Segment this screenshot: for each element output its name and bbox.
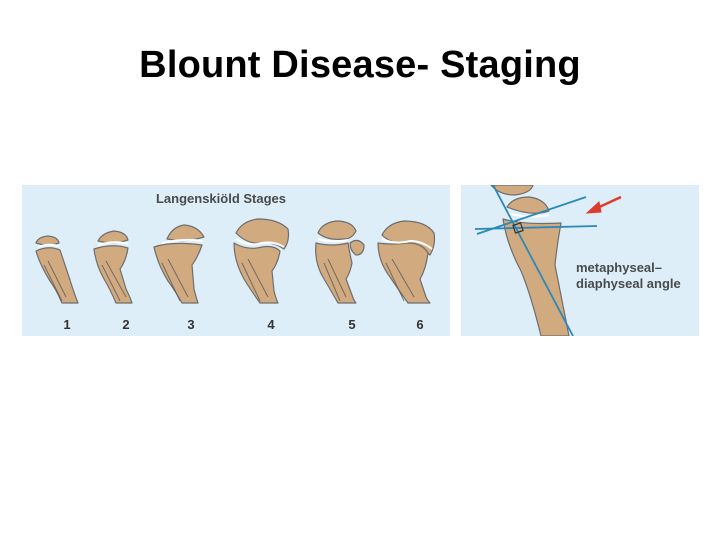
right-angle-marker — [512, 222, 524, 234]
perpendicular-line — [474, 225, 598, 230]
stage-label-5: 5 — [348, 317, 356, 332]
langenskiold-stages-figure: Langenskiöld Stages — [22, 185, 450, 336]
tibia-shaft — [502, 218, 570, 336]
stage-label-6: 6 — [416, 317, 424, 332]
stage-1-bone — [35, 235, 79, 304]
stages-illustration — [35, 218, 436, 304]
tibial-axis-line — [492, 185, 574, 336]
stage-3-bone — [153, 224, 205, 304]
red-arrow-icon — [585, 195, 622, 214]
md-angle-illustration — [474, 185, 622, 336]
stage-label-4: 4 — [267, 317, 275, 332]
stage-label-3: 3 — [187, 317, 195, 332]
stage-4-bone — [233, 218, 290, 304]
stage-label-2: 2 — [122, 317, 130, 332]
slide-title: Blount Disease- Staging — [139, 44, 581, 86]
stage-6-bone — [377, 220, 436, 304]
md-angle-label-line2: diaphyseal angle — [576, 276, 681, 291]
stage-label-1: 1 — [63, 317, 71, 332]
md-angle-label-line1: metaphyseal– — [576, 260, 662, 275]
md-angle-label: metaphyseal– diaphyseal angle — [576, 260, 681, 292]
stages-heading: Langenskiöld Stages — [155, 191, 287, 206]
stage-5-bone — [315, 220, 365, 304]
md-angle-figure: metaphyseal– diaphyseal angle — [461, 185, 699, 336]
epiphysis — [506, 196, 550, 214]
